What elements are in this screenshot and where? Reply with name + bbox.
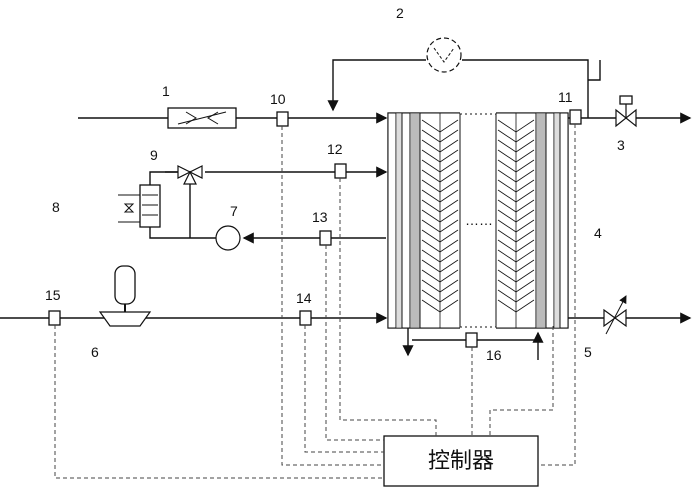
signal-lines <box>54 124 576 479</box>
stack-center-dots: …… <box>465 212 493 228</box>
back-pressure-valve-5 <box>603 295 627 335</box>
label-6: 6 <box>91 344 99 360</box>
three-way-valve-9 <box>177 165 203 185</box>
sensor-10 <box>276 111 289 127</box>
fuel-cell-stack: …… <box>387 111 569 330</box>
sensor-15 <box>48 310 61 326</box>
sensor-16 <box>465 332 478 348</box>
controller-label: 控制器 <box>428 449 494 474</box>
controller-box <box>383 435 539 487</box>
sensor-14 <box>299 310 312 326</box>
recirculation-feed-line <box>327 59 426 112</box>
recirculation-return-line <box>462 59 589 118</box>
label-13: 13 <box>312 209 328 225</box>
air-compressor-6 <box>98 265 152 327</box>
label-4: 4 <box>594 225 602 241</box>
label-3: 3 <box>617 137 625 153</box>
label-11: 11 <box>558 89 573 105</box>
label-9: 9 <box>150 147 158 163</box>
label-8: 8 <box>52 199 60 215</box>
sensor-11 <box>569 109 582 125</box>
radiator-8 <box>118 184 161 228</box>
label-16: 16 <box>486 347 502 363</box>
coolant-pump-7 <box>215 225 241 251</box>
label-1: 1 <box>162 83 170 99</box>
label-2: 2 <box>396 5 404 21</box>
label-14: 14 <box>296 290 312 306</box>
flow-regulator-1 <box>167 107 237 129</box>
label-15: 15 <box>45 287 61 303</box>
sensor-12 <box>334 163 347 179</box>
purge-valve-3 <box>615 95 637 128</box>
label-12: 12 <box>327 141 343 157</box>
sensor-13 <box>319 230 332 246</box>
label-7: 7 <box>230 203 238 219</box>
label-10: 10 <box>270 91 286 107</box>
label-5: 5 <box>584 344 592 360</box>
recirculation-pump-2 <box>426 37 462 73</box>
